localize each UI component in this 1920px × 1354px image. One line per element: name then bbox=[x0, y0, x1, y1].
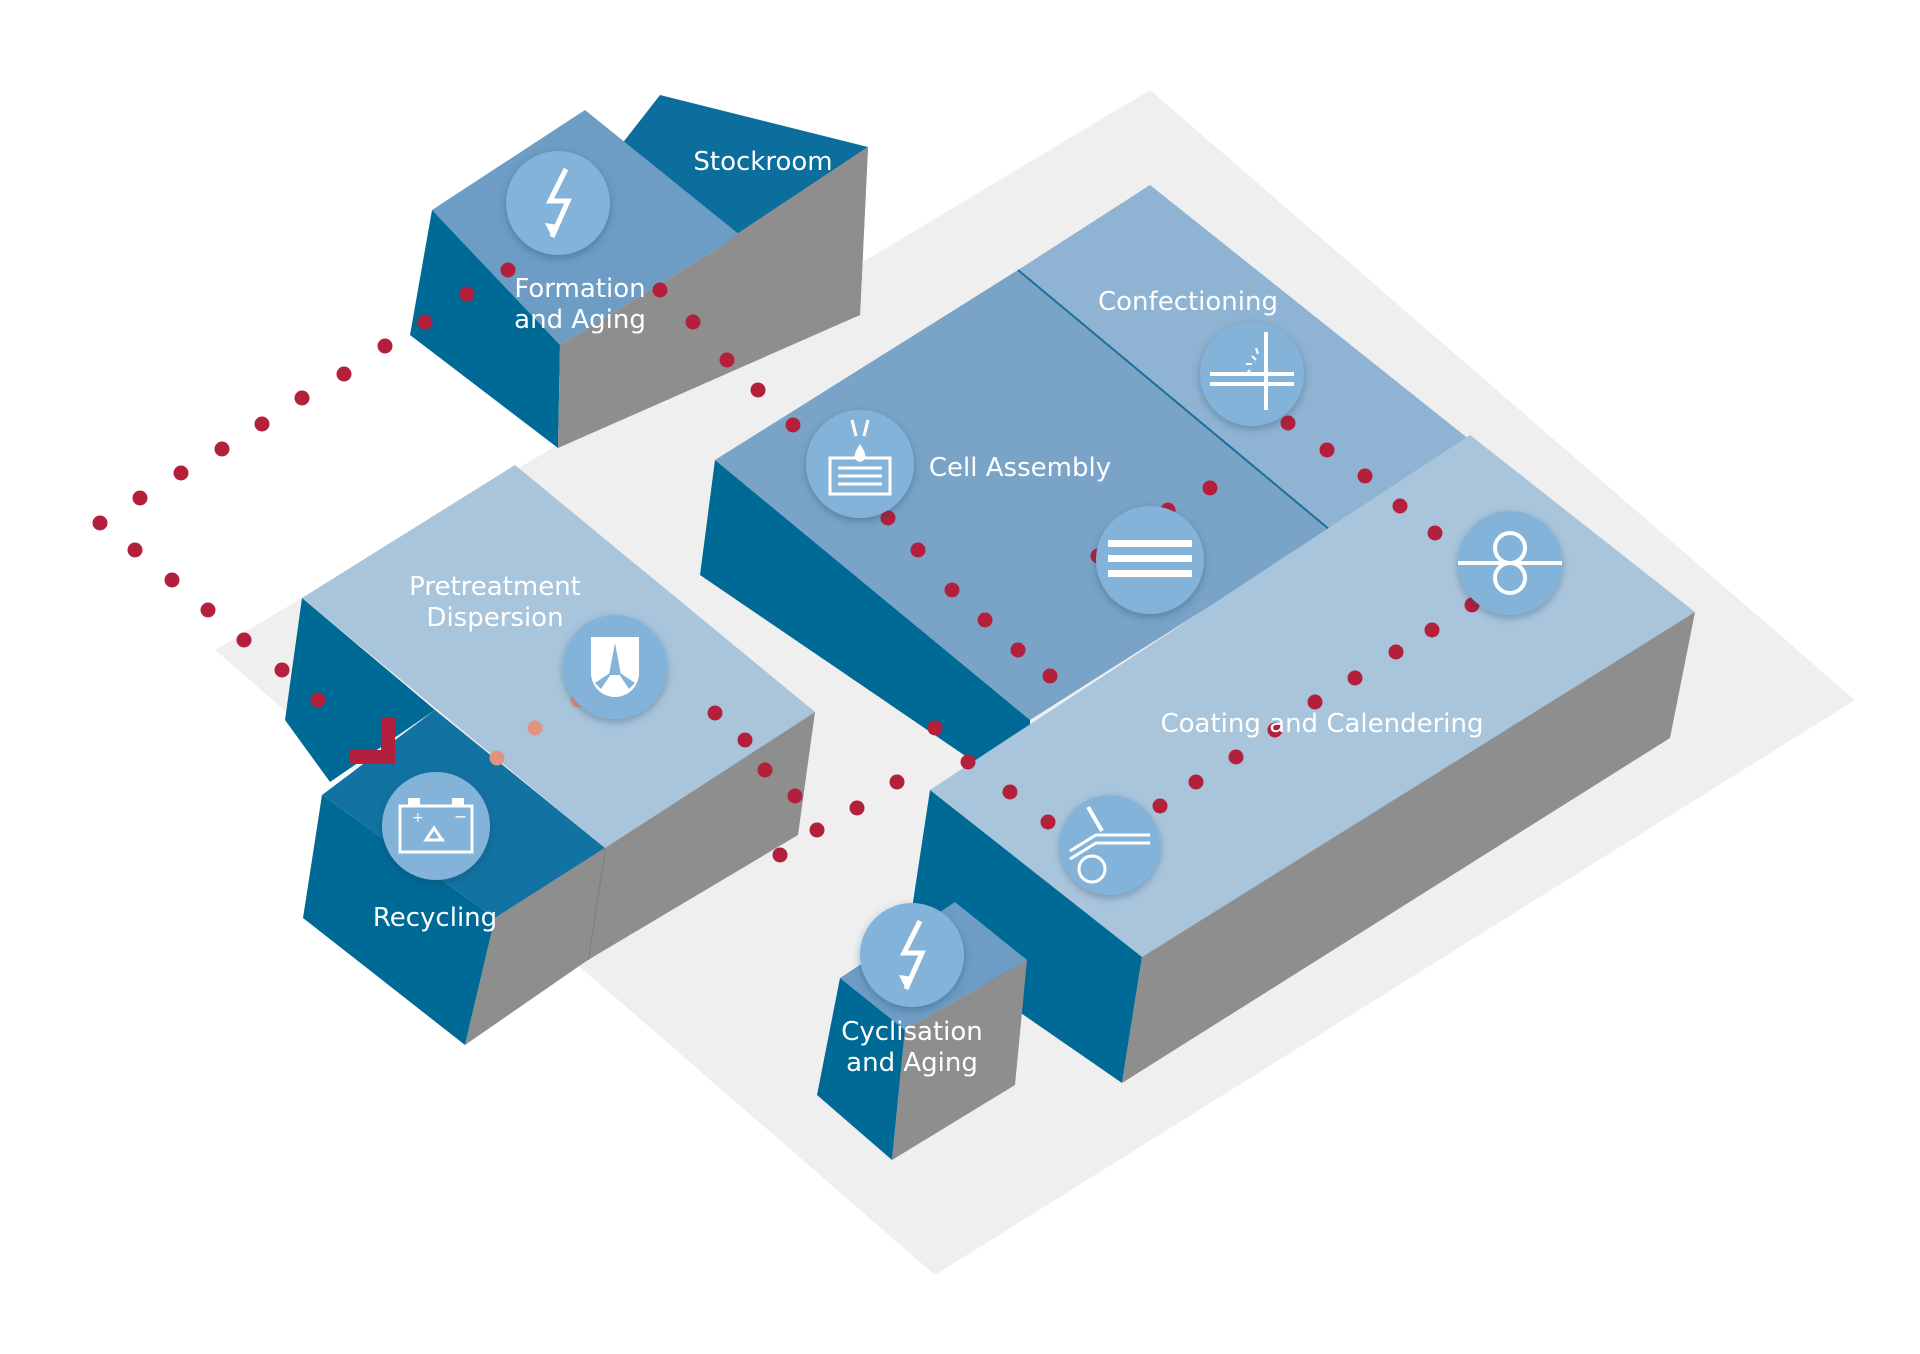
laser-cutting-icon bbox=[1200, 322, 1304, 426]
path-dot bbox=[809, 822, 825, 838]
pretreatment-front bbox=[285, 598, 435, 782]
path-dot bbox=[92, 515, 108, 531]
path-dot bbox=[1002, 784, 1018, 800]
label-coating: Coating and Calendering bbox=[1160, 709, 1483, 739]
path-dot bbox=[127, 542, 143, 558]
path-dot bbox=[1392, 498, 1408, 514]
path-dot bbox=[1040, 814, 1056, 830]
label-formation-line2: and Aging bbox=[514, 305, 646, 335]
formation-stockroom-building bbox=[410, 95, 868, 448]
pretreatment-roof bbox=[302, 465, 815, 848]
path-dot bbox=[214, 441, 230, 457]
path-dot bbox=[960, 754, 976, 770]
path-dot bbox=[500, 262, 516, 278]
material-flow-path bbox=[92, 262, 1480, 863]
lightning-icon bbox=[506, 151, 610, 255]
path-dot bbox=[1010, 642, 1026, 658]
path-dot bbox=[785, 417, 801, 433]
label-formation-line1: Formation bbox=[514, 274, 645, 304]
formation-side bbox=[558, 147, 868, 448]
path-dot bbox=[750, 382, 766, 398]
path-dot bbox=[1388, 644, 1404, 660]
path-dot bbox=[880, 510, 896, 526]
path-dot bbox=[707, 705, 723, 721]
path-dot bbox=[1042, 668, 1058, 684]
coating-roller-icon bbox=[1060, 795, 1160, 895]
path-dot bbox=[1347, 670, 1363, 686]
path-dot bbox=[977, 612, 993, 628]
path-arrow-head bbox=[350, 718, 395, 764]
path-dot bbox=[849, 800, 865, 816]
path-dot bbox=[310, 692, 326, 708]
pretreatment-building bbox=[285, 465, 815, 961]
pretreatment-side bbox=[588, 712, 815, 960]
path-dot bbox=[1319, 442, 1335, 458]
label-cell-assembly: Cell Assembly bbox=[929, 453, 1111, 483]
svg-text:−: − bbox=[454, 807, 467, 826]
rollers-icon bbox=[1458, 511, 1562, 615]
path-dot bbox=[377, 338, 393, 354]
path-dot bbox=[889, 774, 905, 790]
formation-front bbox=[410, 210, 560, 448]
svg-text:+: + bbox=[412, 810, 424, 826]
path-dot bbox=[757, 762, 773, 778]
path-dot bbox=[527, 720, 543, 736]
label-confectioning: Confectioning bbox=[1098, 287, 1278, 317]
path-dot bbox=[459, 286, 475, 302]
cyclisation-front bbox=[817, 978, 905, 1160]
path-dot bbox=[772, 847, 788, 863]
path-dot bbox=[254, 416, 270, 432]
path-dot bbox=[1152, 798, 1168, 814]
path-dot bbox=[1188, 774, 1204, 790]
electrolyte-filling-icon bbox=[806, 410, 914, 518]
mixer-icon bbox=[563, 615, 667, 719]
battery-recycle-icon: + − bbox=[382, 772, 490, 880]
path-dot bbox=[787, 788, 803, 804]
cell-assembly-front bbox=[700, 460, 1030, 800]
path-dot bbox=[1228, 749, 1244, 765]
label-pretreatment-line1: Pretreatment bbox=[409, 572, 581, 602]
cyclisation-side bbox=[892, 960, 1027, 1160]
path-dot bbox=[652, 282, 668, 298]
path-dot bbox=[1202, 480, 1218, 496]
path-dot bbox=[164, 572, 180, 588]
path-dot bbox=[1280, 415, 1296, 431]
path-dot bbox=[927, 720, 943, 736]
path-dot bbox=[1427, 525, 1443, 541]
stacking-icon bbox=[1096, 506, 1204, 614]
path-dot bbox=[1357, 468, 1373, 484]
path-dot bbox=[417, 314, 433, 330]
roof-divider bbox=[1017, 269, 1331, 531]
path-dot bbox=[200, 602, 216, 618]
path-dot bbox=[737, 732, 753, 748]
lightning-icon bbox=[860, 903, 964, 1007]
cell-assembly-roof bbox=[715, 270, 1330, 720]
recycling-front bbox=[303, 795, 495, 1045]
path-dot bbox=[1424, 622, 1440, 638]
path-dot bbox=[173, 465, 189, 481]
path-dot bbox=[489, 750, 505, 766]
path-dot bbox=[719, 352, 735, 368]
path-dot bbox=[1267, 722, 1283, 738]
label-recycling: Recycling bbox=[373, 903, 497, 933]
path-dot bbox=[236, 632, 252, 648]
path-dot bbox=[1307, 694, 1323, 710]
path-dot bbox=[294, 390, 310, 406]
path-dot bbox=[944, 582, 960, 598]
label-cyclisation-line1: Cyclisation bbox=[841, 1017, 983, 1047]
path-dot bbox=[910, 542, 926, 558]
label-pretreatment-line2: Dispersion bbox=[426, 603, 563, 633]
coating-front bbox=[908, 790, 1142, 1083]
path-dot bbox=[685, 314, 701, 330]
coating-side bbox=[1122, 612, 1695, 1083]
recycling-side bbox=[465, 848, 605, 1045]
label-stockroom: Stockroom bbox=[693, 147, 832, 177]
path-dot bbox=[336, 366, 352, 382]
path-dot bbox=[274, 662, 290, 678]
label-cyclisation-line2: and Aging bbox=[846, 1048, 978, 1078]
path-dot bbox=[132, 490, 148, 506]
